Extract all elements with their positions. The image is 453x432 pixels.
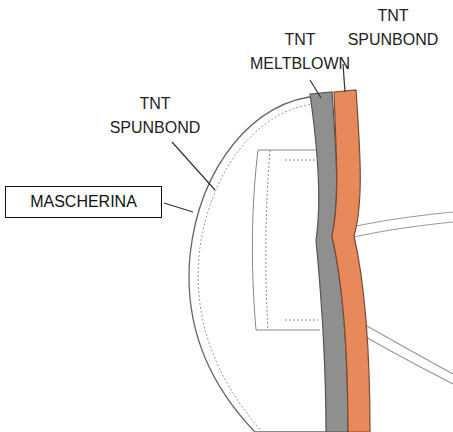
layer-label: TNT SPUNBOND bbox=[100, 92, 210, 140]
mask-seam bbox=[198, 104, 314, 432]
layer-label: TNT MELTBLOWN bbox=[240, 28, 360, 76]
mask-pleats bbox=[252, 150, 320, 330]
box-label: MASCHERINA bbox=[30, 193, 137, 211]
layer-label: TNT SPUNBOND bbox=[338, 4, 448, 52]
mask-front bbox=[189, 96, 330, 432]
label-box: MASCHERINA bbox=[5, 186, 162, 218]
spunbond-layer bbox=[332, 90, 370, 432]
leader-line bbox=[164, 64, 345, 212]
